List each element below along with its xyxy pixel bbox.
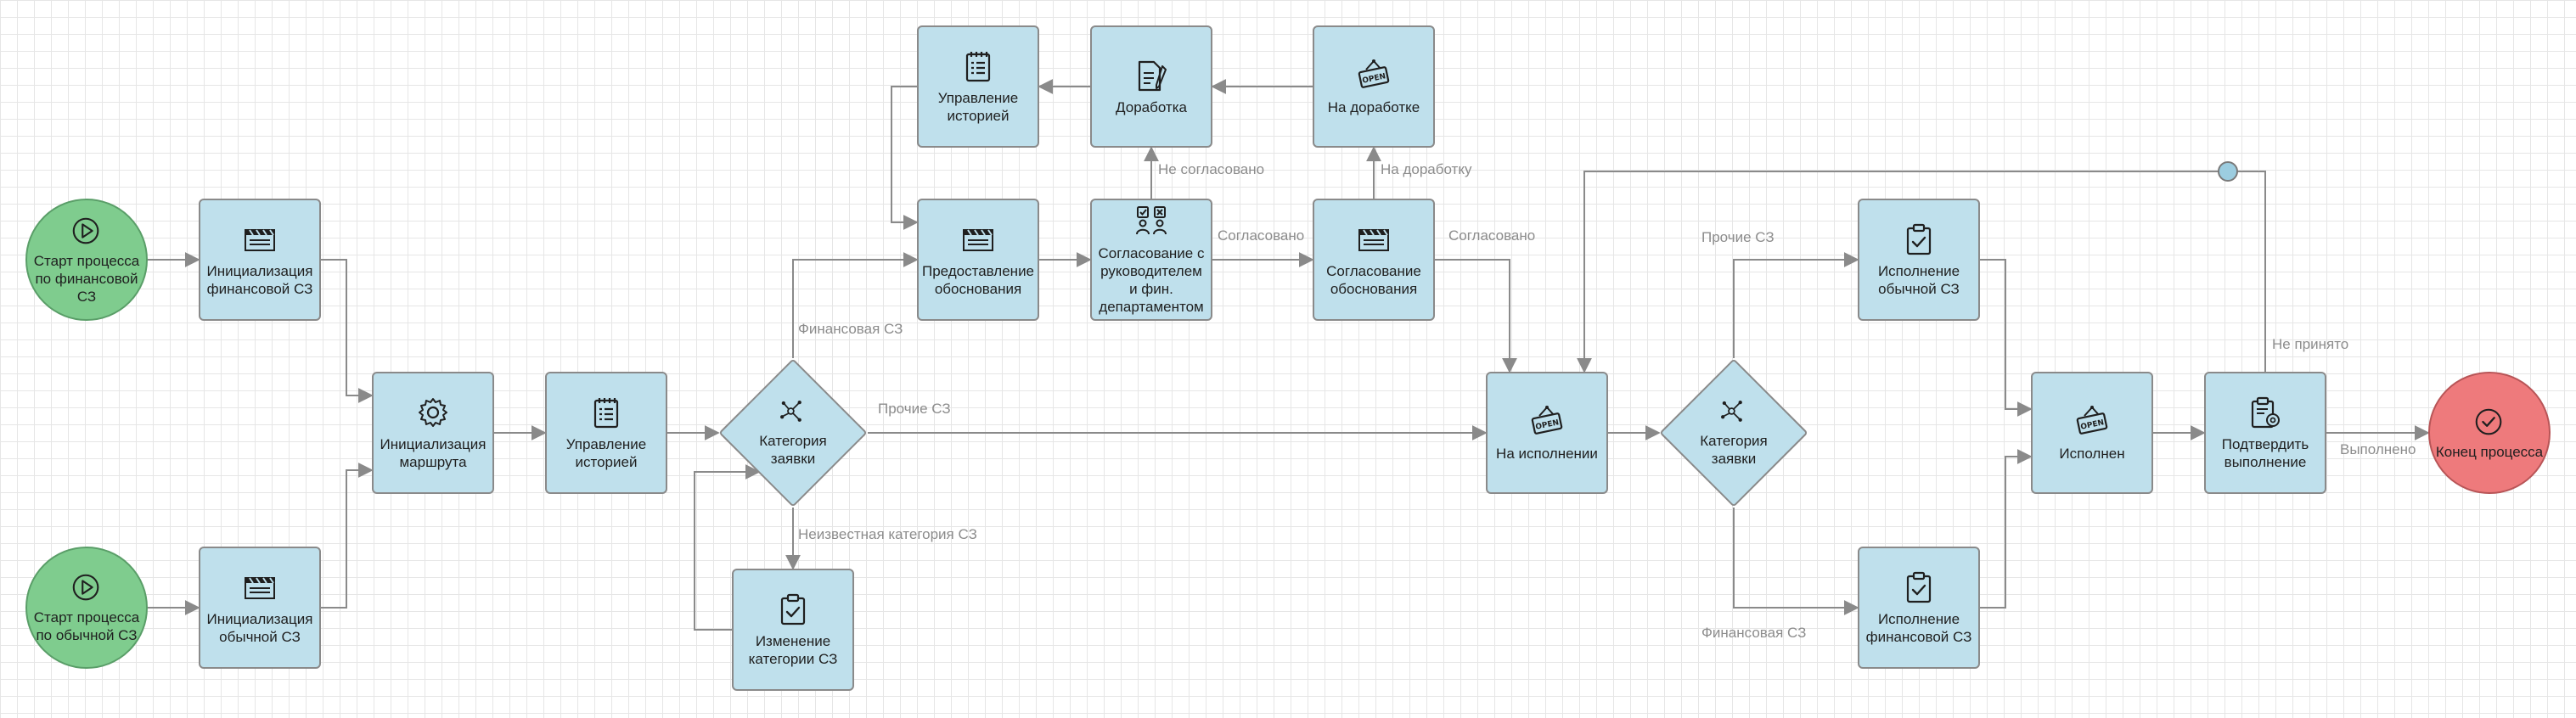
node-label: Инициализация финансовой СЗ xyxy=(206,263,313,297)
task-approve-just[interactable]: Согласование обоснования xyxy=(1313,199,1435,321)
task-on-rework[interactable]: OPEN На доработке xyxy=(1313,25,1435,148)
play-icon xyxy=(72,574,99,601)
node-label: Доработка xyxy=(1116,98,1187,115)
task-exec-reg[interactable]: Исполнение обычной СЗ xyxy=(1858,199,1980,321)
task-hist-top[interactable]: Управление историей xyxy=(917,25,1039,148)
network-icon xyxy=(1721,401,1742,422)
clapper-icon xyxy=(245,577,275,599)
task-provide-just[interactable]: Предоставление обоснования xyxy=(917,199,1039,321)
edge-label: Не принято xyxy=(2272,336,2349,352)
gateway-content: Категория заявки xyxy=(718,358,868,508)
edge-label: Согласовано xyxy=(1448,227,1536,244)
open-sign-icon: OPEN xyxy=(2076,405,2108,435)
edge-change-cat-to-gw-category1[interactable] xyxy=(694,464,761,631)
clapper-icon xyxy=(245,229,275,251)
start-event-start-reg[interactable]: Старт процесса по обычной СЗ xyxy=(25,547,148,669)
node-label: Исполнен xyxy=(2059,445,2125,462)
edge-exec-fin-to-executed[interactable] xyxy=(1980,449,2033,609)
edge-hist-top-to-provide-just[interactable] xyxy=(891,86,919,230)
node-label: На доработке xyxy=(1327,98,1420,115)
play-icon xyxy=(72,217,99,244)
edge-label: Выполнено xyxy=(2340,441,2416,457)
task-executed[interactable]: OPEN Исполнен xyxy=(2031,372,2153,494)
edge-label: Согласовано xyxy=(1218,227,1305,244)
node-label: Согласование с руководителем и фин. депа… xyxy=(1098,245,1205,315)
gear-icon xyxy=(419,398,447,427)
edge-exec-reg-to-executed[interactable] xyxy=(1980,259,2033,417)
task-init-fin[interactable]: Инициализация финансовой СЗ xyxy=(199,199,321,321)
task-confirm[interactable]: Подтвердить выполнение xyxy=(2204,372,2326,494)
node-label: Категория заявки xyxy=(759,433,827,467)
task-init-reg[interactable]: Инициализация обычной СЗ xyxy=(199,547,321,669)
task-init-route[interactable]: Инициализация маршрута xyxy=(372,372,494,494)
task-change-cat[interactable]: Изменение категории СЗ xyxy=(732,569,854,691)
gateway-content: Категория заявки xyxy=(1659,358,1808,508)
edge-label: Неизвестная категория СЗ xyxy=(798,526,977,542)
edge-label: Финансовая СЗ xyxy=(798,321,903,337)
open-sign-icon: OPEN xyxy=(1358,59,1390,88)
node-label: Изменение категории СЗ xyxy=(748,633,838,667)
node-label: Управление историей xyxy=(565,436,647,470)
clapper-icon xyxy=(1358,229,1389,251)
edge-confirm-to-in-progress[interactable] xyxy=(1577,171,2266,373)
edge-approve-just-to-in-progress[interactable] xyxy=(1435,259,1517,373)
node-label: Согласование обоснования xyxy=(1326,263,1421,297)
document-pencil-icon xyxy=(1138,60,1167,91)
task-approve-mgr[interactable]: Согласование с руководителем и фин. депа… xyxy=(1090,199,1212,321)
clipboard-check-icon xyxy=(1906,571,1932,603)
edge-gw-category1-to-provide-just[interactable] xyxy=(792,252,919,358)
node-label: Конец процесса xyxy=(2435,443,2544,460)
node-label: На исполнении xyxy=(1496,445,1598,462)
gateway-gw-category2[interactable]: Категория заявки xyxy=(1659,358,1808,508)
notepad-icon xyxy=(965,52,991,82)
start-event-start-fin[interactable]: Старт процесса по финансовой СЗ xyxy=(25,199,148,321)
clipboard-check-icon xyxy=(1906,223,1932,255)
edge-label: Прочие СЗ xyxy=(878,401,951,417)
node-label: Старт процесса по обычной СЗ xyxy=(33,609,140,643)
task-exec-fin[interactable]: Исполнение финансовой СЗ xyxy=(1858,547,1980,669)
notepad-icon xyxy=(593,398,619,429)
node-label: Категория заявки xyxy=(1700,433,1768,467)
clipboard-gear-icon xyxy=(2251,396,2280,429)
open-sign-icon: OPEN xyxy=(1531,405,1563,435)
task-rework[interactable]: Доработка xyxy=(1090,25,1212,148)
edge-gw-category2-to-exec-fin[interactable] xyxy=(1733,508,1859,615)
task-hist-main[interactable]: Управление историей xyxy=(545,372,667,494)
node-label: Управление историей xyxy=(937,90,1019,124)
edge-label: Финансовая СЗ xyxy=(1701,625,1807,641)
node-label: Инициализация маршрута xyxy=(380,436,487,470)
check-circle-icon xyxy=(2475,408,2502,435)
node-label: Исполнение обычной СЗ xyxy=(1877,263,1960,297)
loop-connector-dot[interactable] xyxy=(2218,161,2238,182)
edge-gw-category2-to-exec-reg[interactable] xyxy=(1733,252,1859,358)
edge-label: На доработку xyxy=(1381,161,1472,177)
edge-init-reg-to-init-route[interactable] xyxy=(321,463,374,609)
vote-icon xyxy=(1136,206,1167,235)
node-label: Подтвердить выполнение xyxy=(2221,436,2309,470)
clipboard-check-icon xyxy=(780,593,806,625)
network-icon xyxy=(780,401,801,422)
end-event-end[interactable]: Конец процесса xyxy=(2428,372,2551,494)
node-label: Исполнение финансовой СЗ xyxy=(1865,611,1972,645)
edge-init-fin-to-init-route[interactable] xyxy=(321,259,374,403)
node-label: Старт процесса по финансовой СЗ xyxy=(33,252,140,305)
edge-label: Прочие СЗ xyxy=(1701,229,1775,245)
gateway-gw-category1[interactable]: Категория заявки xyxy=(718,358,868,508)
edge-label: Не согласовано xyxy=(1158,161,1265,177)
node-label: Инициализация обычной СЗ xyxy=(206,611,313,645)
task-in-progress[interactable]: OPEN На исполнении xyxy=(1486,372,1608,494)
node-label: Предоставление обоснования xyxy=(921,263,1035,297)
clapper-icon xyxy=(963,229,993,251)
